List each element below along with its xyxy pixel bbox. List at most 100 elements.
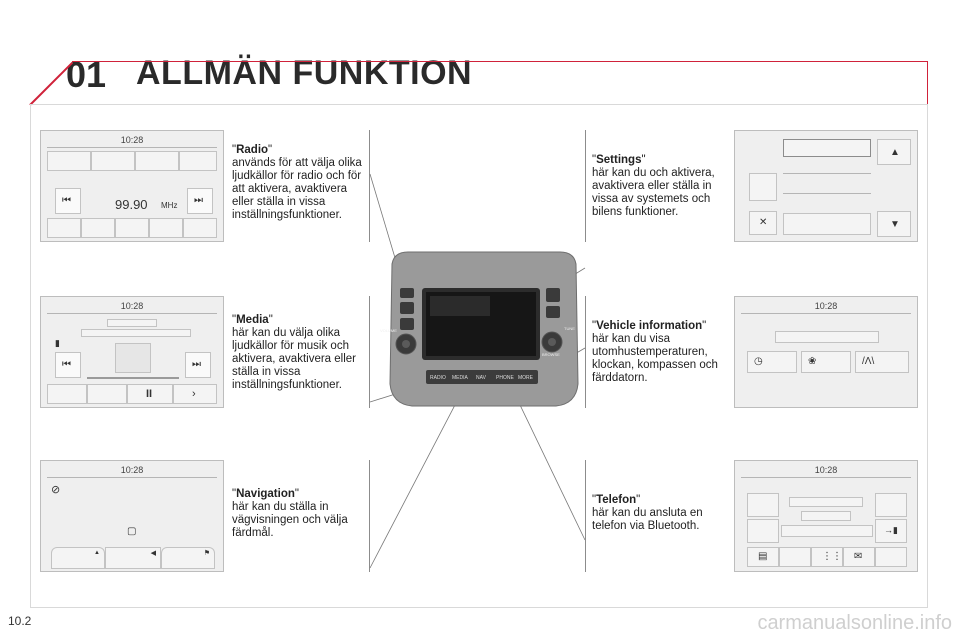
phone-status-field	[781, 525, 873, 537]
telefon-name: Telefon	[596, 494, 637, 506]
next-track-button[interactable]: ⏭	[185, 352, 211, 378]
telefon-screen: 10:28 →▮ ▤ ⋮⋮ ✉	[734, 460, 918, 572]
settings-screen: ▲ ✕ ▼	[734, 130, 918, 242]
media-menu-button[interactable]	[47, 384, 87, 404]
radio-unit: MHz	[161, 201, 178, 210]
scroll-down-button[interactable]: ▼	[877, 211, 911, 237]
preset-button[interactable]	[179, 151, 217, 171]
tune-label: TUNE	[564, 326, 575, 331]
close-icon: ✕	[759, 217, 768, 228]
separator	[585, 130, 586, 242]
unit-screen-glare	[430, 296, 490, 316]
compass-button[interactable]: ❀	[801, 351, 851, 373]
settings-side-panel	[749, 173, 777, 201]
separator	[369, 296, 370, 408]
messages-button[interactable]: ✉	[843, 547, 875, 567]
radio-menu-button[interactable]	[115, 218, 149, 238]
radio-text: används för att välja olika ljudkällor f…	[232, 157, 362, 221]
preset-button[interactable]	[91, 151, 135, 171]
vehicle-title-field	[775, 331, 879, 343]
phone-left-button[interactable]	[747, 519, 779, 543]
radio-menu-button[interactable]	[183, 218, 217, 238]
list-divider	[783, 173, 871, 174]
volume-knob-center	[402, 340, 410, 348]
keypad-icon: ⋮⋮	[822, 551, 842, 562]
progress-bar	[87, 377, 179, 379]
radio-menu-button[interactable]	[149, 218, 183, 238]
compass-icon: ⊘	[51, 484, 61, 496]
preset-button[interactable]	[47, 151, 91, 171]
volume-icon: ◀	[150, 550, 156, 557]
radio-screen: 10:28 ⏮ 99.90 MHz ⏭	[40, 130, 224, 242]
unit-button-label: MORE	[518, 375, 534, 381]
unit-button-label: MEDIA	[452, 375, 469, 381]
unit-bottom-bar	[426, 370, 538, 384]
page-number: 10.2	[8, 614, 32, 628]
telefon-text: här kan du ansluta en telefon via Blueto…	[592, 507, 703, 532]
navigation-name: Navigation	[236, 488, 295, 500]
close-button[interactable]: ✕	[749, 211, 777, 235]
keypad-button[interactable]: ⋮⋮	[811, 547, 843, 567]
chevron-right-icon: ›	[192, 388, 196, 400]
head-unit-illustration: RADIO MEDIA NAV PHONE MORE VOLUME TUNE B…	[369, 173, 586, 569]
watermark: carmanualsonline.info	[757, 612, 952, 634]
skip-forward-icon: ⏭	[192, 359, 201, 370]
pause-button[interactable]: II	[127, 384, 173, 404]
vehicle-screen: 10:28 ◷ ❀ /Λ\	[734, 296, 918, 408]
previous-station-button[interactable]: ⏮	[55, 188, 81, 214]
artist-field	[81, 329, 191, 337]
phone-menu-button[interactable]	[779, 547, 811, 567]
radio-menu-button[interactable]	[81, 218, 115, 238]
media-menu-button[interactable]	[87, 384, 127, 404]
unit-button-label: PHONE	[496, 375, 514, 381]
list-divider	[783, 193, 871, 194]
phone-name-field	[789, 497, 863, 507]
phone-menu-button[interactable]	[875, 547, 907, 567]
unit-button	[400, 302, 414, 314]
navigation-button[interactable]: ▲	[51, 547, 105, 569]
skip-forward-icon: ⏭	[194, 195, 203, 206]
more-button[interactable]: ›	[173, 384, 217, 404]
previous-track-button[interactable]: ⏮	[55, 352, 81, 378]
settings-title-field	[783, 139, 871, 157]
clock-button[interactable]: ◷	[747, 351, 797, 373]
track-title-field	[107, 319, 157, 327]
preset-button[interactable]	[135, 151, 179, 171]
vehicle-icon: ▢	[127, 526, 137, 537]
callout-line	[507, 379, 586, 541]
divider	[47, 147, 217, 148]
unit-button-label: NAV	[476, 375, 487, 381]
radio-menu-button[interactable]	[47, 218, 81, 238]
telefon-clock: 10:28	[814, 465, 838, 475]
media-clock: 10:28	[120, 301, 144, 311]
road-icon: /Λ\	[862, 356, 875, 367]
next-station-button[interactable]: ⏭	[187, 188, 213, 214]
phone-transfer-icon: →▮	[884, 525, 898, 535]
vehicle-text: här kan du visa utomhustemperaturen, klo…	[592, 333, 718, 384]
separator	[369, 460, 370, 572]
navigation-text: här kan du ställa in vägvisningen och vä…	[232, 501, 348, 539]
unit-button	[400, 288, 414, 298]
phonebook-button[interactable]: ▤	[747, 547, 779, 567]
unit-button	[546, 288, 560, 302]
navigation-button[interactable]: ⚑	[161, 547, 215, 569]
chapter-title: ALLMÄN FUNKTION	[136, 54, 473, 92]
arrow-up-icon: ▲	[890, 147, 900, 158]
album-art	[115, 343, 151, 373]
vehicle-clock: 10:28	[814, 301, 838, 311]
navigation-button[interactable]: ◀	[105, 547, 161, 569]
scroll-up-button[interactable]: ▲	[877, 139, 911, 165]
trip-computer-button[interactable]: /Λ\	[855, 351, 909, 373]
arrow-down-icon: ▼	[890, 219, 900, 230]
envelope-icon: ✉	[854, 551, 863, 562]
divider	[741, 313, 911, 314]
divider	[741, 477, 911, 478]
page-frame	[30, 104, 928, 608]
settings-description: "Settings" här kan du och aktivera, avak…	[592, 154, 715, 218]
phone-right-button[interactable]	[875, 493, 907, 517]
phone-transfer-button[interactable]: →▮	[875, 519, 907, 543]
phone-left-button[interactable]	[747, 493, 779, 517]
flag-icon: ⚑	[203, 550, 210, 557]
navigation-screen: 10:28 ⊘ ▢ ▲ ◀ ⚑	[40, 460, 224, 572]
browse-label: BROWSE	[542, 352, 560, 357]
